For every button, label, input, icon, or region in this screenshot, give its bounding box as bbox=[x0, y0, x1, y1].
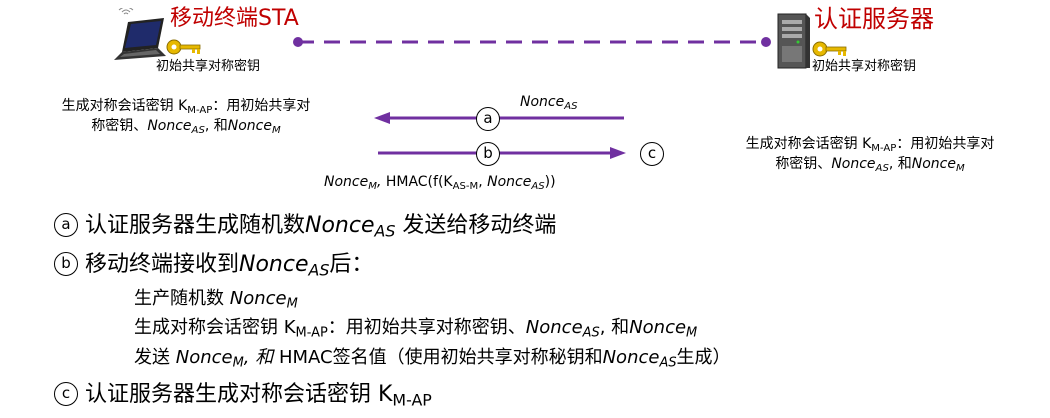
circle-c: c bbox=[640, 142, 664, 166]
server-key-gen-text: 生成对称会话密钥 KM-AP：用初始共享对 称密钥、NonceAS, 和Nonc… bbox=[745, 136, 995, 174]
key-icon bbox=[166, 36, 202, 58]
message-b-label: NonceM, HMAC(f(KAS-M, NonceAS)) bbox=[324, 174, 556, 192]
mobile-title: 移动终端STA bbox=[170, 6, 299, 31]
server-key-label: 初始共享对称密钥 bbox=[812, 59, 917, 74]
step-a-circle: a bbox=[54, 213, 78, 237]
step-b-circle: b bbox=[54, 252, 78, 276]
step-b3: 发送 NonceM, 和 HMAC签名值（使用初始共享对称秘钥和NonceAS生… bbox=[134, 347, 731, 371]
step-c-circle: c bbox=[54, 382, 78, 406]
step-c: c 认证服务器生成对称会话密钥 KM-AP bbox=[54, 380, 432, 410]
circle-a: a bbox=[476, 107, 500, 131]
step-b2: 生成对称会话密钥 KM-AP：用初始共享对称密钥、NonceAS, 和Nonce… bbox=[134, 317, 698, 341]
link-line bbox=[292, 34, 772, 48]
mobile-key-label: 初始共享对称密钥 bbox=[156, 59, 261, 74]
message-a-arrow bbox=[374, 110, 626, 126]
laptop-icon bbox=[108, 6, 170, 64]
circle-b: b bbox=[476, 142, 500, 166]
message-a-label: NonceAS bbox=[520, 94, 578, 112]
message-b-arrow bbox=[378, 145, 626, 161]
step-b: b 移动终端接收到NonceAS后： bbox=[54, 250, 373, 280]
step-a: a 认证服务器生成随机数NonceAS 发送给移动终端 bbox=[54, 211, 556, 241]
key-icon bbox=[812, 38, 848, 60]
server-icon bbox=[776, 12, 810, 70]
server-title: 认证服务器 bbox=[814, 5, 934, 33]
mobile-key-gen-text: 生成对称会话密钥 KM-AP：用初始共享对 称密钥、NonceAS, 和Nonc… bbox=[61, 98, 311, 136]
step-b1: 生产随机数 NonceM bbox=[134, 288, 298, 312]
